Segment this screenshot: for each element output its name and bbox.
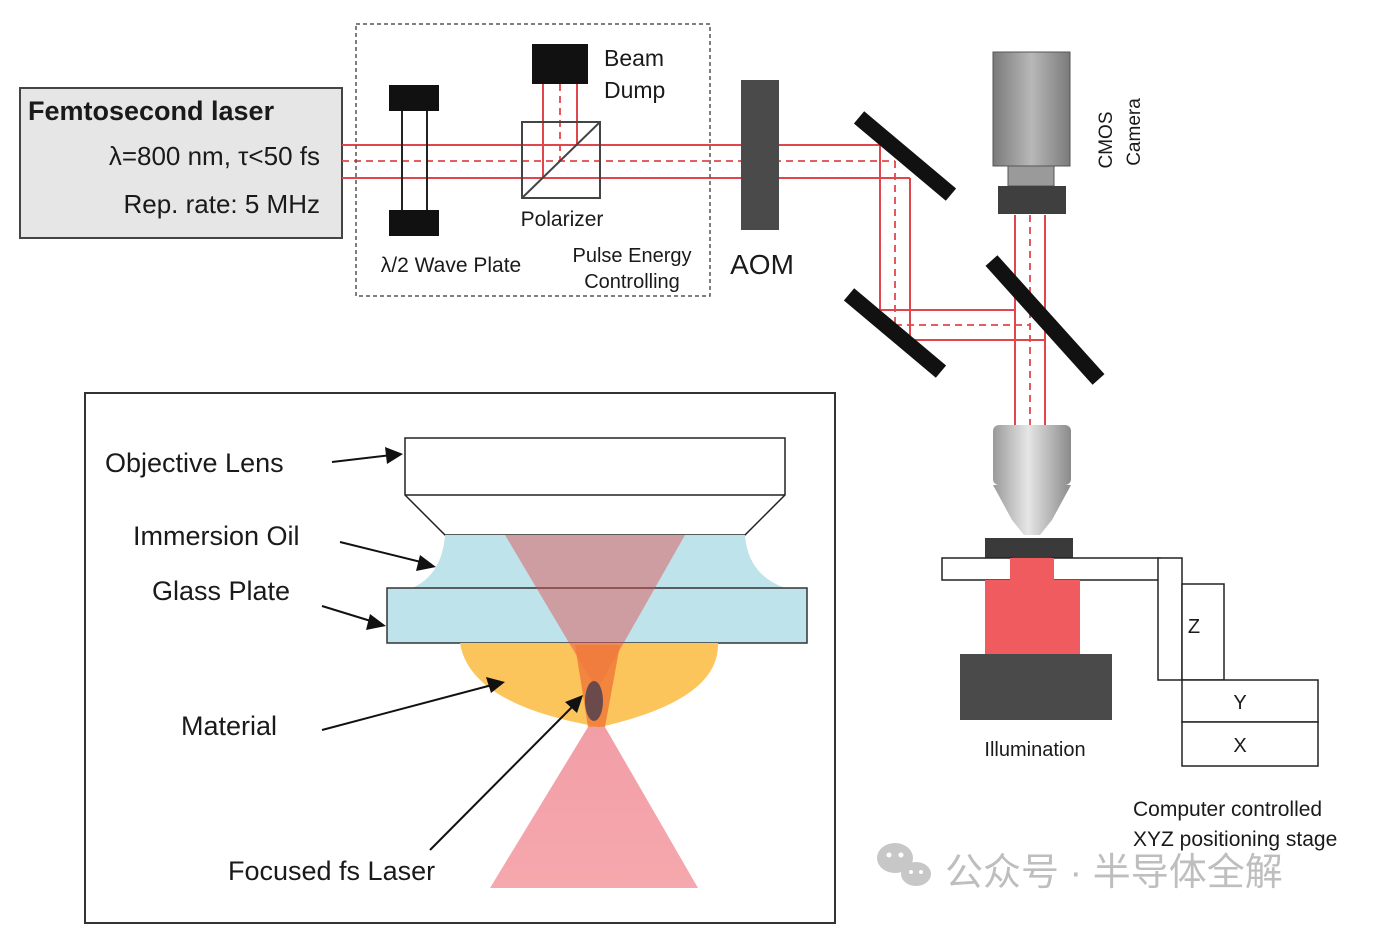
beam-dump-label-1: Beam — [604, 45, 664, 71]
wechat-icon — [877, 843, 931, 886]
stage-caption-2: XYZ positioning stage — [1133, 828, 1337, 851]
pulse-energy-label-2: Controlling — [584, 271, 680, 293]
camera-label-2: Camera — [1124, 98, 1145, 166]
illumination-source: Illumination — [960, 558, 1112, 761]
objective-lens-shape — [404, 437, 786, 536]
laser-rate: Rep. rate: 5 MHz — [123, 189, 320, 219]
sample-stage: Z Y X Computer controlled XYZ positionin… — [941, 538, 1337, 851]
material-label: Material — [181, 711, 277, 741]
aom-label: AOM — [730, 249, 794, 280]
immersion-oil-shape — [412, 535, 785, 588]
focal-spot — [585, 681, 603, 721]
objective-lens-label: Objective Lens — [105, 448, 284, 478]
polarizer-label: Polarizer — [521, 208, 604, 231]
stage-caption-1: Computer controlled — [1133, 798, 1322, 821]
beam-dump: Beam Dump — [532, 44, 665, 178]
waveplate-label: λ/2 Wave Plate — [381, 254, 521, 277]
polarizer: Polarizer — [521, 121, 604, 231]
half-wave-plate: λ/2 Wave Plate — [381, 85, 521, 277]
camera-label-1: CMOS — [1096, 112, 1117, 169]
watermark: 公众号 · 半导体全解 — [877, 843, 1283, 894]
laser-spec: λ=800 nm, τ<50 fs — [109, 141, 320, 171]
stage-z-label: Z — [1188, 616, 1200, 638]
detail-inset: Objective Lens Immersion Oil Glass Plate… — [84, 392, 836, 924]
illumination-label: Illumination — [984, 739, 1085, 761]
beam-dump-label-2: Dump — [604, 77, 665, 103]
stage-x-label: X — [1233, 735, 1246, 757]
stage-y-label: Y — [1233, 692, 1246, 714]
microscope-objective — [993, 425, 1071, 535]
laser-source-box: Femtosecond laser λ=800 nm, τ<50 fs Rep.… — [19, 87, 343, 239]
cmos-camera: CMOS Camera — [992, 51, 1145, 214]
laser-title: Femtosecond laser — [28, 96, 275, 126]
focused-laser-label: Focused fs Laser — [228, 856, 435, 886]
aom: AOM — [730, 80, 794, 280]
dichroic-mirror — [985, 255, 1105, 385]
mirror-lower — [843, 288, 947, 378]
glass-plate-shape — [386, 587, 808, 644]
pulse-energy-group: Pulse Energy Controlling — [355, 23, 711, 297]
pulse-energy-label-1: Pulse Energy — [573, 245, 692, 267]
watermark-text: 公众号 · 半导体全解 — [945, 852, 1283, 894]
glass-plate-label: Glass Plate — [152, 576, 290, 606]
mirror-upper — [853, 111, 957, 201]
immersion-oil-label: Immersion Oil — [133, 521, 300, 551]
